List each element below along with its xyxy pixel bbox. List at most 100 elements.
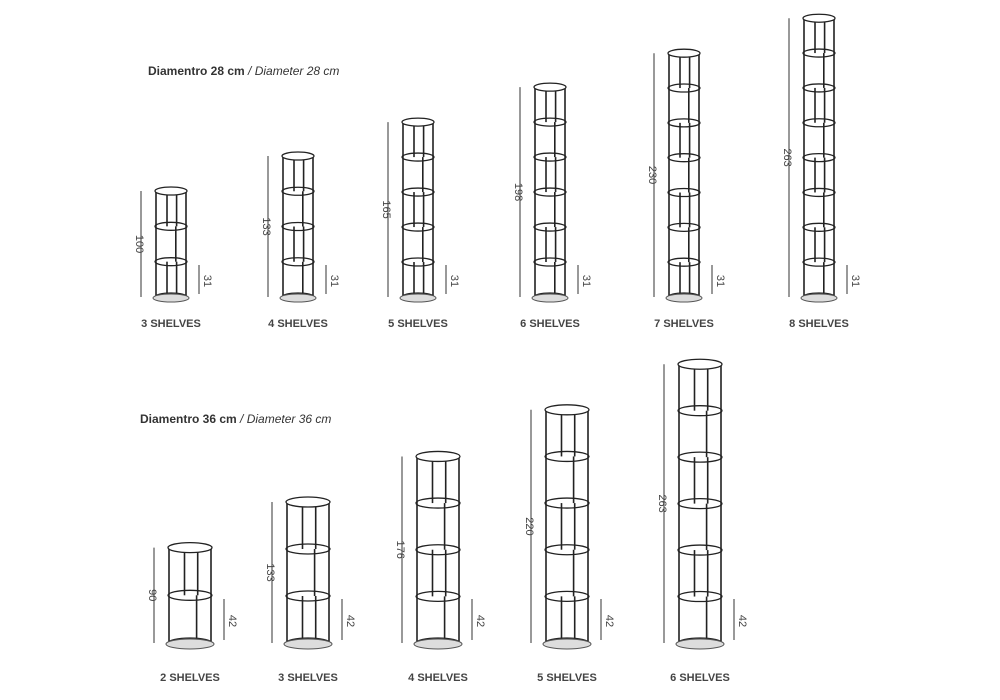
unit-label: 6 SHELVES (520, 318, 580, 330)
shelf (677, 590, 723, 603)
shelf (667, 83, 701, 93)
shelf (544, 497, 590, 509)
title-en: / Diameter 28 cm (248, 64, 340, 78)
shelf (285, 590, 331, 602)
section-title-36cm: Diamentro 36 cm / Diameter 36 cm (140, 412, 331, 426)
height-value: 100 (133, 235, 145, 253)
shelf (667, 257, 701, 267)
shelf (677, 544, 723, 556)
unit-label: 7 SHELVES (654, 318, 714, 330)
title-it: Diamentro 36 cm (140, 412, 237, 426)
shelf (802, 187, 836, 198)
base-height-value: 31 (448, 275, 460, 287)
title-en: / Diameter 36 cm (240, 412, 332, 426)
shelf (544, 404, 590, 416)
base-height-value: 42 (344, 615, 356, 627)
base-plate (152, 293, 190, 303)
shelf (677, 497, 723, 510)
shelf (167, 589, 213, 601)
shelf (285, 543, 331, 555)
shelf (154, 257, 188, 267)
shelf (154, 221, 188, 231)
shelf (281, 257, 315, 267)
shelf-unit: 263 31 8 SHELVES (781, 13, 861, 330)
shelf (281, 186, 315, 196)
unit-label: 5 SHELVES (537, 672, 597, 684)
base-height-value: 42 (226, 615, 238, 627)
shelf (281, 221, 315, 232)
shelf (544, 544, 590, 556)
shelf (802, 48, 836, 58)
base-plate (165, 638, 215, 650)
base-height-value: 31 (580, 275, 592, 287)
height-value: 165 (380, 200, 392, 218)
unit-label: 8 SHELVES (789, 318, 849, 330)
height-value: 90 (146, 589, 158, 601)
shelf (544, 450, 590, 463)
shelf (285, 496, 331, 508)
shelf (667, 222, 701, 232)
shelf-unit: 133 42 3 SHELVES (264, 496, 356, 684)
shelf (401, 187, 435, 197)
height-value: 198 (512, 183, 524, 201)
shelf (401, 257, 435, 267)
base-plate (283, 638, 333, 650)
shelf (401, 152, 435, 162)
unit-label: 5 SHELVES (388, 318, 448, 330)
base-plate (399, 293, 437, 303)
base-height-value: 31 (201, 275, 213, 287)
base-height-value: 42 (474, 615, 486, 627)
shelf-unit: 198 31 6 SHELVES (512, 82, 592, 330)
shelf (802, 83, 836, 93)
title-it: Diamentro 28 cm (148, 64, 245, 78)
unit-label: 6 SHELVES (670, 672, 730, 684)
shelf (401, 117, 435, 127)
unit-label: 2 SHELVES (160, 672, 220, 684)
shelf (401, 222, 435, 232)
base-plate (665, 293, 703, 303)
shelf (802, 152, 836, 163)
height-value: 133 (264, 563, 276, 581)
base-plate (542, 638, 592, 650)
shelf (802, 257, 836, 267)
shelf (533, 257, 567, 267)
shelf (802, 118, 836, 128)
shelf (667, 187, 701, 198)
shelf-unit: 100 31 3 SHELVES (133, 186, 213, 330)
shelf (415, 450, 461, 463)
height-value: 176 (394, 541, 406, 559)
shelf (677, 405, 723, 417)
shelf (533, 222, 567, 232)
shelf (154, 186, 188, 196)
shelf (533, 82, 567, 92)
shelf (281, 151, 315, 161)
height-value: 263 (781, 148, 793, 166)
shelf (544, 590, 590, 603)
shelf-unit: 90 42 2 SHELVES (146, 541, 238, 684)
shelf (677, 358, 723, 370)
unit-label: 4 SHELVES (268, 318, 328, 330)
unit-label: 4 SHELVES (408, 672, 468, 684)
base-height-value: 31 (849, 275, 861, 287)
section-title-28cm: Diamentro 28 cm / Diameter 28 cm (148, 64, 339, 78)
shelf (667, 118, 701, 128)
shelf (533, 117, 567, 127)
shelf (802, 222, 836, 232)
shelf (533, 187, 567, 197)
unit-label: 3 SHELVES (278, 672, 338, 684)
base-plate (279, 293, 317, 303)
shelf (802, 13, 836, 23)
height-value: 133 (260, 217, 272, 235)
shelf (415, 544, 461, 556)
shelf (677, 451, 723, 463)
unit-label: 3 SHELVES (141, 318, 201, 330)
base-height-value: 42 (736, 615, 748, 627)
shelf (167, 541, 213, 554)
base-plate (800, 293, 838, 303)
base-plate (675, 638, 725, 650)
